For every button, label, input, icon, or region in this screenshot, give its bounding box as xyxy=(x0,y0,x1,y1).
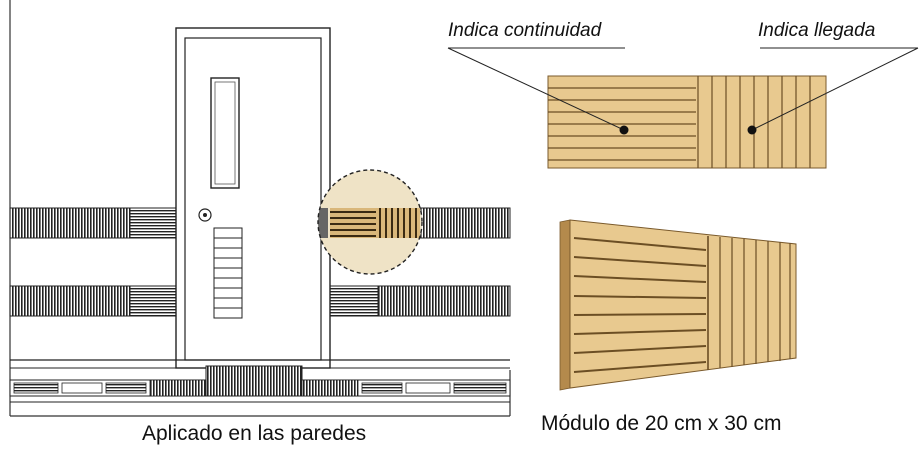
door-tactile-panel xyxy=(213,227,243,319)
right-caption: Módulo de 20 cm x 30 cm xyxy=(541,412,782,435)
arrival-marker-dot xyxy=(747,125,757,135)
perspective-horizontal-grooves xyxy=(573,237,707,373)
floor-strip xyxy=(9,359,511,403)
perspective-tile xyxy=(559,219,797,391)
left-caption: Aplicado en las paredes xyxy=(142,422,367,445)
wall-strip-lower xyxy=(9,285,511,317)
door-knob xyxy=(198,208,212,222)
leader-lines xyxy=(447,47,919,135)
perspective-vertical-grooves xyxy=(707,236,791,370)
continuity-label: Indica continuidad xyxy=(448,20,602,41)
arrival-label: Indica llegada xyxy=(758,20,876,41)
flat-tile xyxy=(547,75,827,169)
door xyxy=(175,27,331,369)
continuity-zone xyxy=(548,87,696,161)
wall-scene xyxy=(9,0,511,417)
continuity-marker-dot xyxy=(619,125,629,135)
zoom-detail-circle xyxy=(317,169,423,275)
